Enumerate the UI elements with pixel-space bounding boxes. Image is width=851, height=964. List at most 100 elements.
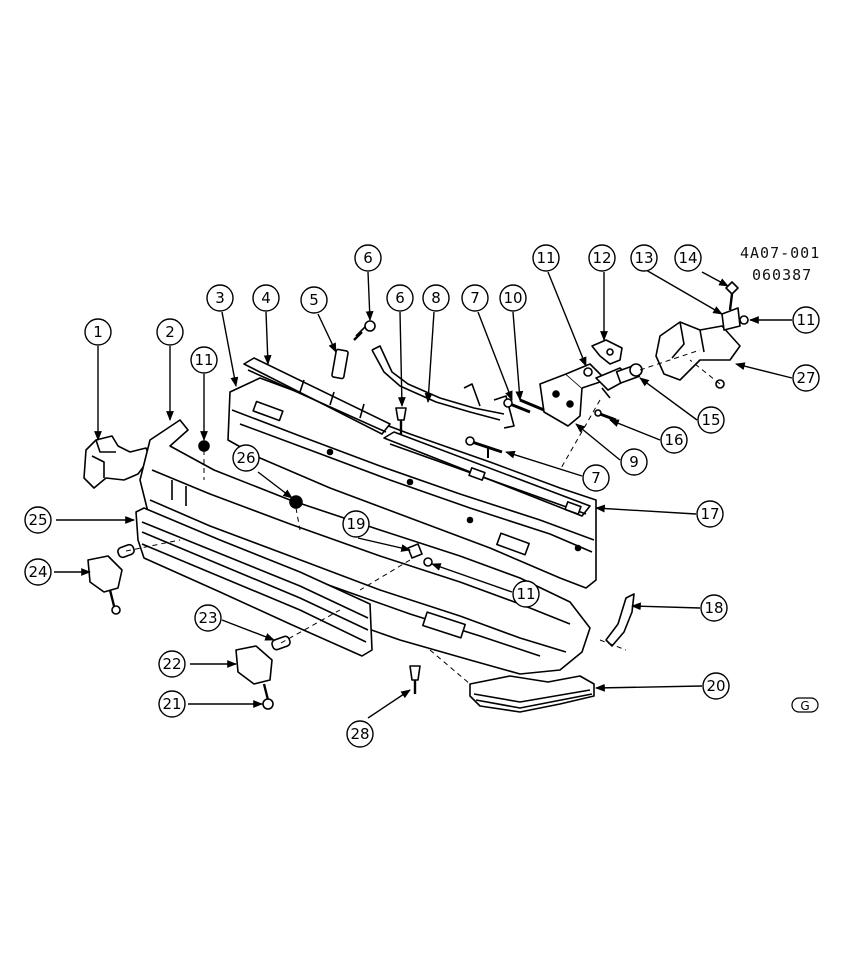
- svg-text:25: 25: [28, 511, 47, 529]
- callout-23: 23: [194, 604, 222, 632]
- svg-text:21: 21: [162, 695, 181, 713]
- svg-text:15: 15: [701, 411, 720, 429]
- callout-2: 2: [156, 318, 184, 346]
- part-3-reinforcement: [227, 377, 597, 589]
- part-11-nut-upper: [583, 367, 593, 377]
- svg-text:1: 1: [93, 323, 103, 341]
- svg-text:6: 6: [395, 289, 405, 307]
- svg-text:20: 20: [706, 677, 725, 695]
- svg-text:5: 5: [309, 291, 319, 309]
- svg-text:18: 18: [704, 599, 723, 617]
- callout-5: 5: [300, 286, 328, 314]
- part-28-push-pin: [409, 665, 421, 694]
- figure-code-2: 060387: [752, 266, 813, 284]
- part-15-absorber: [595, 363, 643, 399]
- part-11-nut-left: [198, 440, 210, 452]
- part-5-pad: [331, 348, 349, 380]
- callout-26: 26: [232, 444, 260, 472]
- part-18-end-bracket: [605, 593, 635, 647]
- callout-27: 27: [792, 364, 820, 392]
- callout-20: 20: [702, 672, 730, 700]
- svg-text:11: 11: [796, 311, 815, 329]
- corner-mark: G: [791, 697, 819, 713]
- svg-text:11: 11: [194, 351, 213, 369]
- part-11-nut-lower: [423, 557, 433, 567]
- callout-22: 22: [158, 650, 186, 678]
- svg-text:10: 10: [503, 289, 522, 307]
- svg-text:27: 27: [796, 369, 815, 387]
- svg-text:6: 6: [363, 249, 373, 267]
- callout-16: 16: [660, 426, 688, 454]
- callout-10: 10: [499, 284, 527, 312]
- callout-15: 15: [697, 406, 725, 434]
- callout-28: 28: [346, 720, 374, 748]
- part-14-bolt: [725, 281, 739, 311]
- svg-text:11: 11: [536, 249, 555, 267]
- callout-14: 14: [674, 244, 702, 272]
- part-6-bolt-upper: [353, 320, 376, 341]
- part-27-frame-bracket: [655, 321, 741, 381]
- svg-text:17: 17: [700, 505, 719, 523]
- part-11-nut-right: [739, 315, 749, 325]
- svg-text:14: 14: [678, 249, 697, 267]
- callout-9: 9: [620, 448, 648, 476]
- part-25-rub-strip: [135, 507, 373, 657]
- svg-text:8: 8: [431, 289, 441, 307]
- part-17-strip: [383, 431, 591, 517]
- part-16-bolt: [594, 409, 617, 422]
- svg-text:3: 3: [215, 289, 225, 307]
- part-12-bracket: [591, 339, 623, 365]
- part-24-bracket: [87, 555, 123, 615]
- figure-code-1: 4A07-001: [740, 244, 821, 262]
- callout-17: 17: [696, 500, 724, 528]
- callout-21: 21: [158, 690, 186, 718]
- part-23-spacer: [117, 543, 291, 651]
- part-2-bumper-fascia: [139, 419, 591, 675]
- part-6-bolt-lower: [395, 407, 407, 434]
- callout-7-lower: 7: [582, 464, 610, 492]
- part-10-stud: [519, 398, 545, 412]
- callout-8: 8: [422, 284, 450, 312]
- callouts: 1 2 3 4 5 6 6 8 7 10 11 12 13 14 11 27 1…: [24, 244, 820, 748]
- svg-text:2: 2: [165, 323, 175, 341]
- callout-11-top: 11: [532, 244, 560, 272]
- svg-text:16: 16: [664, 431, 683, 449]
- part-8-brace: [371, 345, 515, 429]
- part-21-bolt: [262, 698, 274, 710]
- svg-text:4: 4: [261, 289, 271, 307]
- svg-text:19: 19: [346, 515, 365, 533]
- part-20-corner-strip: [469, 675, 595, 713]
- svg-text:28: 28: [350, 725, 369, 743]
- part-9-mount-plate: [539, 363, 607, 427]
- callout-24: 24: [24, 558, 52, 586]
- callout-19: 19: [342, 510, 370, 538]
- callout-11-right: 11: [792, 306, 820, 334]
- alignment-lines: [125, 349, 721, 685]
- callout-25: 25: [24, 506, 52, 534]
- callout-18: 18: [700, 594, 728, 622]
- svg-text:23: 23: [198, 609, 217, 627]
- part-13-clip: [721, 307, 741, 331]
- svg-text:26: 26: [236, 449, 255, 467]
- svg-text:G: G: [800, 699, 809, 713]
- callout-13: 13: [630, 244, 658, 272]
- leader-lines: [54, 269, 793, 719]
- callout-4: 4: [252, 284, 280, 312]
- svg-text:11: 11: [516, 585, 535, 603]
- callout-7-upper: 7: [461, 284, 489, 312]
- callout-11-lower: 11: [512, 580, 540, 608]
- callout-6-upper: 6: [354, 244, 382, 272]
- part-19-nut: [407, 543, 423, 559]
- callout-12: 12: [588, 244, 616, 272]
- callout-11-left: 11: [190, 346, 218, 374]
- svg-text:9: 9: [629, 453, 639, 471]
- part-7-bolt-b: [465, 436, 503, 458]
- svg-text:12: 12: [592, 249, 611, 267]
- svg-text:13: 13: [634, 249, 653, 267]
- callout-1: 1: [84, 318, 112, 346]
- part-22-bracket: [235, 645, 273, 701]
- part-7-bolt-a: [503, 398, 531, 414]
- svg-text:24: 24: [28, 563, 47, 581]
